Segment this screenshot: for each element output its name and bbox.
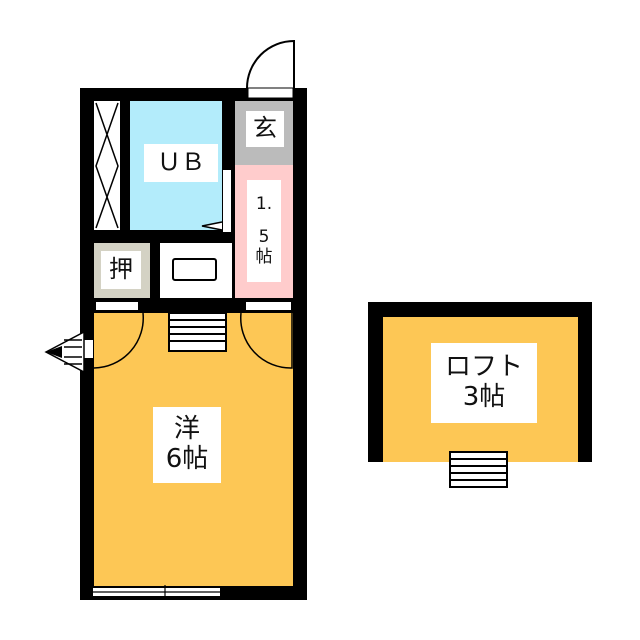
loft-label: ロフト 3帖 <box>431 343 537 423</box>
closet-label-text: 押 <box>109 255 133 284</box>
entrance-label: 玄 <box>246 111 284 147</box>
closet-x-icon <box>95 102 119 229</box>
entrance-door-opening <box>247 87 294 99</box>
western-room-label-line1: 洋 <box>173 414 200 445</box>
bath-label: ＵＢ <box>144 144 218 182</box>
closet-door-opening <box>96 302 138 310</box>
door-swing-right-icon <box>240 312 293 369</box>
western-room-label-line2: 6帖 <box>165 444 209 474</box>
western-room-label: 洋 6帖 <box>153 407 221 483</box>
kitchen-label: 1. 5 帖 <box>247 180 281 282</box>
loft-ladder-icon <box>449 451 508 488</box>
bath-door <box>223 170 231 232</box>
storage-closet <box>94 101 120 230</box>
kitchen-label-line1: 1. <box>255 193 273 214</box>
closet-label: 押 <box>101 251 141 289</box>
kitchen-label-line2: 5 <box>258 227 270 248</box>
door-swing-left-icon <box>93 312 144 369</box>
kitchen-door-opening <box>246 302 291 310</box>
bath-door-arrow-icon <box>201 221 223 231</box>
entrance-label-text: 玄 <box>253 114 277 143</box>
air-conditioner-icon <box>44 330 93 374</box>
loft-label-line2: 3帖 <box>462 382 506 412</box>
front-door-icon <box>246 39 295 89</box>
stairs-icon <box>168 312 227 352</box>
bath-label-text: ＵＢ <box>157 148 205 177</box>
window <box>93 585 220 600</box>
loft-label-line1: ロフト <box>444 352 523 383</box>
kitchen-label-line3: 帖 <box>255 246 273 267</box>
washer-icon <box>172 258 217 281</box>
